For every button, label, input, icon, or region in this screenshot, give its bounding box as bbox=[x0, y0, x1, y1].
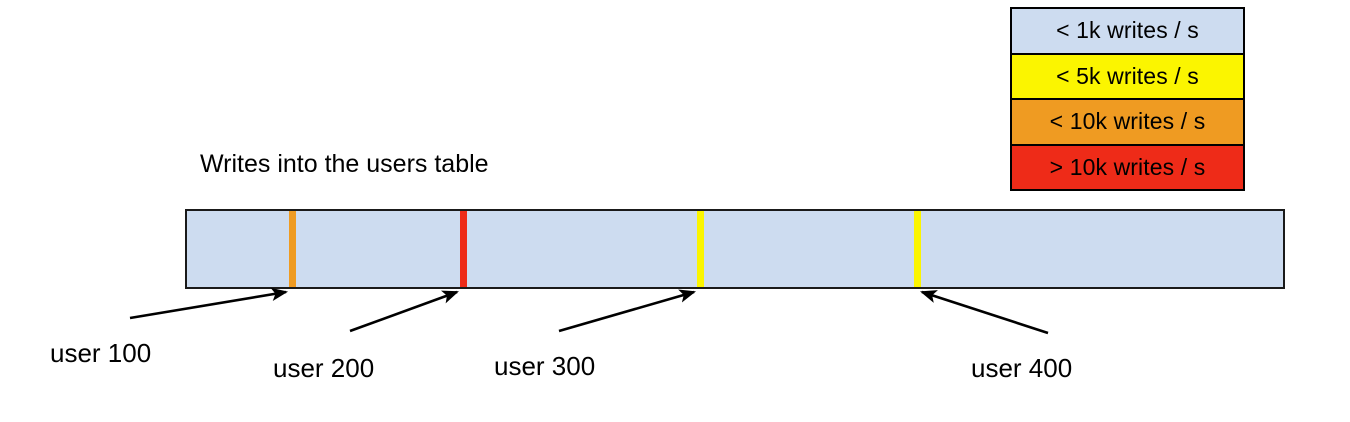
legend-row-under-10k: < 10k writes / s bbox=[1012, 100, 1243, 146]
marker-user-300 bbox=[697, 211, 704, 287]
legend-row-over-10k: > 10k writes / s bbox=[1012, 145, 1243, 189]
legend-label-over-10k: > 10k writes / s bbox=[1049, 153, 1206, 180]
legend-row-under-5k: < 5k writes / s bbox=[1012, 54, 1243, 100]
legend-label-under-10k: < 10k writes / s bbox=[1049, 108, 1206, 135]
marker-user-100 bbox=[289, 211, 296, 287]
label-user-400: user 400 bbox=[971, 353, 1073, 383]
label-user-100: user 100 bbox=[50, 338, 152, 368]
legend-label-under-5k: < 5k writes / s bbox=[1056, 62, 1199, 89]
legend-label-under-1k: < 1k writes / s bbox=[1056, 17, 1199, 44]
arrow-user-200 bbox=[349, 290, 459, 333]
legend-row-under-1k: < 1k writes / s bbox=[1012, 9, 1243, 55]
chart-title: Writes into the users table bbox=[200, 150, 489, 178]
users-table-write-track bbox=[185, 209, 1285, 289]
label-user-300: user 300 bbox=[494, 351, 596, 381]
write-rate-legend: < 1k writes / s < 5k writes / s < 10k wr… bbox=[1010, 7, 1245, 191]
arrow-user-400 bbox=[920, 290, 1049, 335]
arrow-user-100 bbox=[129, 287, 289, 320]
marker-user-200 bbox=[460, 211, 467, 287]
label-user-200: user 200 bbox=[273, 353, 375, 383]
arrow-user-300 bbox=[558, 289, 696, 333]
marker-user-400 bbox=[914, 211, 921, 287]
